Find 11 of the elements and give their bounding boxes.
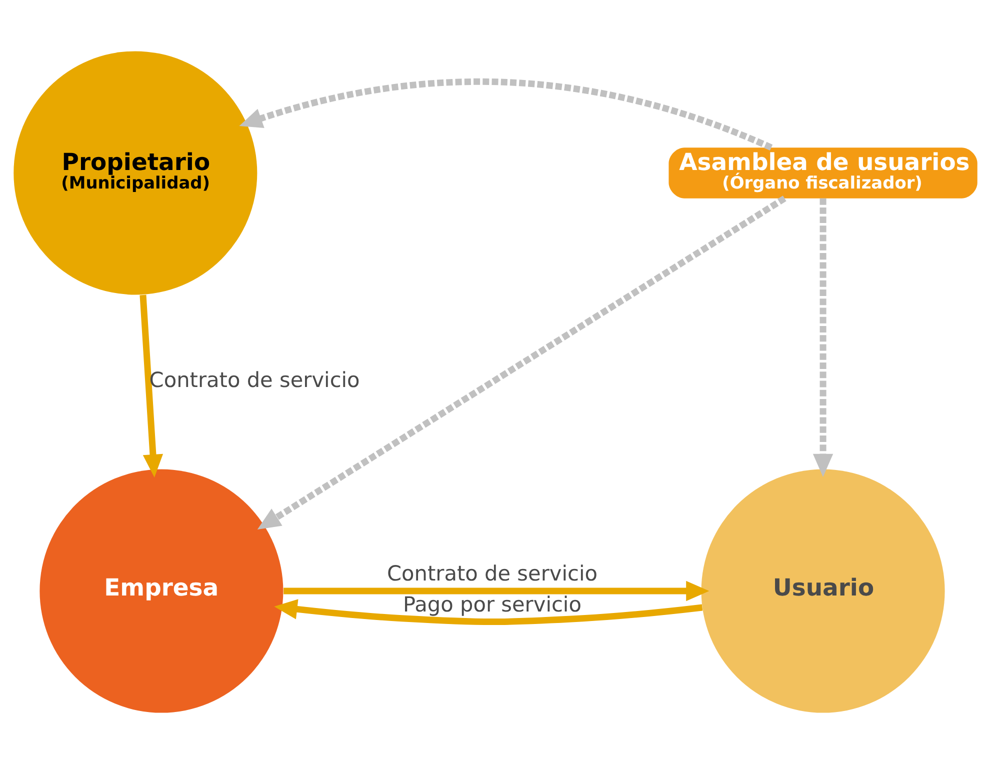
- edge-label: Contrato de servicio: [386, 560, 598, 585]
- arrow: [812, 198, 834, 476]
- arrow: [284, 580, 710, 601]
- edge-label: Pago por servicio: [403, 592, 582, 616]
- arrow: [140, 294, 164, 478]
- node-box: Asamblea de usuarios (Órgano fiscalizador): [668, 147, 978, 198]
- arrow: [257, 195, 786, 529]
- node-circle: Propietario (Municipalidad): [14, 50, 258, 294]
- node-circle: Usuario: [701, 468, 945, 712]
- arrow: [274, 598, 703, 625]
- arrow: [239, 78, 773, 150]
